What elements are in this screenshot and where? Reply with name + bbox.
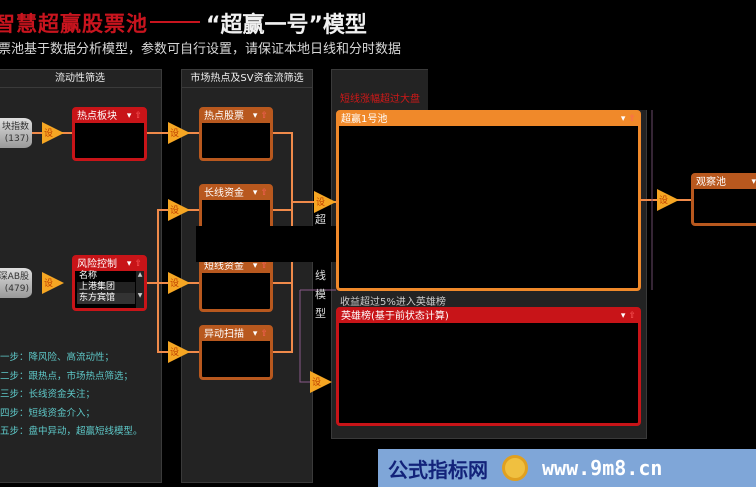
banner-name: 公式指标网 (388, 457, 488, 482)
filter-icon[interactable]: 设 (42, 272, 64, 294)
up-icon[interactable]: ⇧ (260, 111, 268, 121)
source-count: (479) (4, 284, 29, 294)
menu-icon[interactable]: ▾ (620, 311, 626, 321)
filter-icon[interactable]: 设 (168, 199, 190, 221)
panel-title: 市场热点及SV资金流筛选 (182, 70, 312, 88)
up-icon[interactable]: ⇧ (260, 329, 268, 339)
menu-icon[interactable]: ▾ (126, 111, 132, 121)
watermark-banner: 公式指标网 www.9m8.cn (378, 449, 756, 487)
filter-icon[interactable]: 设 (310, 371, 332, 393)
filter-label: 设 (44, 129, 54, 139)
scrollbar[interactable]: ▲▼ (136, 271, 144, 308)
step-item: 五步：盘中异动，超赢短线模型。 (0, 426, 143, 437)
list-item[interactable]: 上港集团 (77, 282, 135, 293)
step-item: 四步：短线资金介入； (0, 407, 96, 419)
box-title: 长线资金 (204, 188, 244, 199)
menu-icon[interactable]: ▾ (620, 114, 626, 124)
filter-label: 设 (170, 279, 180, 289)
filter-icon[interactable]: 设 (168, 122, 190, 144)
box-hot-sector[interactable]: 热点板块 ▾⇧ (72, 107, 147, 161)
box-title: 热点板块 (77, 111, 117, 122)
red-note: 短线涨幅超过大盘 (340, 94, 420, 105)
up-icon[interactable]: ⇧ (134, 259, 142, 269)
filter-icon[interactable]: 设 (42, 122, 64, 144)
box-pool-1[interactable]: 超赢1号池 ▾⇧ (336, 110, 641, 291)
vertical-label: 超 (315, 213, 326, 226)
risk-list[interactable]: 名称上港集团东方宾馆 (77, 271, 135, 304)
box-title: 短线资金 (204, 261, 244, 272)
box-watch[interactable]: 观察池 ▾ (691, 173, 756, 226)
filter-label: 设 (170, 206, 180, 216)
box-hero[interactable]: 英雄榜(基于前状态计算) ▾⇧ (336, 307, 641, 426)
steps-list: 一步：降风险、高流动性； 二步：跟热点，市场热点筛选； 三步：长线资金关注； 四… (0, 349, 143, 442)
up-icon[interactable]: ⇧ (628, 311, 636, 321)
menu-icon[interactable]: ▾ (126, 259, 132, 269)
source-count: (137) (4, 134, 29, 144)
vertical-label: 线 (315, 269, 326, 282)
filter-label: 设 (659, 196, 669, 206)
filter-icon[interactable]: 设 (314, 191, 336, 213)
list-header: 名称 (79, 271, 98, 281)
box-short-funds[interactable]: 短线资金 ▾⇧ (199, 257, 273, 312)
banner-url: www.9m8.cn (542, 456, 663, 480)
box-title: 异动扫描 (204, 329, 244, 340)
menu-icon[interactable]: ▾ (751, 177, 756, 187)
step-item: 一步：降风险、高流动性； (0, 352, 115, 363)
subtitle: 票池基于数据分析模型，参数可自行设置，请保证本地日线和分时数据 (0, 42, 402, 57)
box-anomaly-scan[interactable]: 异动扫描 ▾⇧ (199, 325, 273, 380)
box-title: 风险控制 (77, 259, 117, 270)
filter-icon[interactable]: 设 (168, 341, 190, 363)
step-item: 二步：跟热点，市场热点筛选； (0, 370, 134, 382)
filter-label: 设 (44, 279, 54, 289)
box-title: 热点股票 (204, 111, 244, 122)
list-item[interactable]: 东方宾馆 (77, 293, 135, 304)
source-name: 块指数 (1, 122, 29, 132)
box-title: 观察池 (696, 177, 726, 188)
box-risk-control[interactable]: 风险控制 ▾⇧ 名称上港集团东方宾馆 ▲▼ (72, 255, 147, 311)
menu-icon[interactable]: ▾ (252, 111, 258, 121)
up-icon[interactable]: ⇧ (134, 111, 142, 121)
up-icon[interactable]: ⇧ (260, 188, 268, 198)
box-title: 英雄榜(基于前状态计算) (341, 311, 449, 322)
occlusion (428, 66, 756, 110)
menu-icon[interactable]: ▾ (252, 329, 258, 339)
vertical-label: 型 (315, 307, 326, 320)
filter-icon[interactable]: 设 (657, 189, 679, 211)
box-hot-stocks[interactable]: 热点股票 ▾⇧ (199, 107, 273, 161)
source-name: 深AB股 (0, 272, 29, 282)
menu-icon[interactable]: ▾ (252, 188, 258, 198)
filter-label: 设 (316, 198, 326, 208)
occlusion (196, 226, 342, 262)
filter-label: 设 (170, 348, 180, 358)
title-red: 智慧超赢股票池 (0, 12, 148, 36)
filter-label: 设 (312, 378, 322, 388)
title-divider (150, 21, 200, 23)
logo-icon (502, 455, 528, 481)
filter-icon[interactable]: 设 (168, 272, 190, 294)
source-ab-shares[interactable]: 深AB股 (479) (0, 268, 32, 298)
source-sector-index[interactable]: 块指数 (137) (0, 118, 32, 148)
menu-icon[interactable]: ▾ (252, 261, 258, 271)
hero-note: 收益超过5%进入英雄榜 (340, 297, 446, 308)
title-model: “超赢一号”模型 (206, 13, 367, 38)
step-item: 三步：长线资金关注； (0, 389, 96, 400)
filter-label: 设 (170, 129, 180, 139)
panel-title: 流动性筛选 (0, 70, 161, 88)
up-icon[interactable]: ⇧ (628, 114, 636, 124)
up-icon[interactable]: ⇧ (260, 261, 268, 271)
box-title: 超赢1号池 (341, 114, 388, 125)
vertical-label: 模 (315, 288, 326, 301)
